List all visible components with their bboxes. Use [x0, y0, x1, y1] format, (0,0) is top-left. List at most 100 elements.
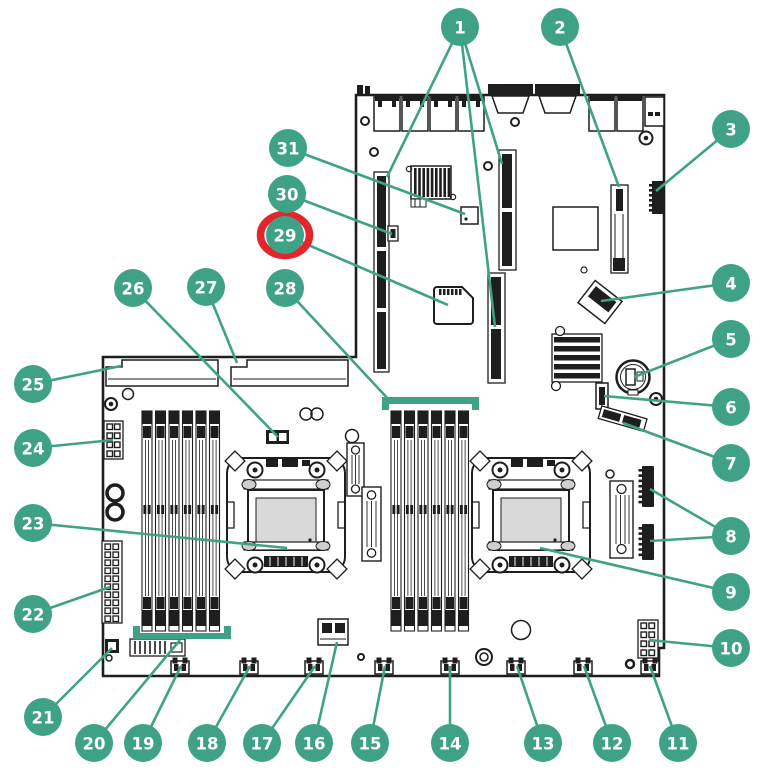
callout-circle-21[interactable] — [24, 698, 62, 736]
callout-circle-25[interactable] — [14, 365, 52, 403]
leader-line-23 — [32, 521, 288, 550]
callout-circle-22[interactable] — [14, 595, 52, 633]
callout-7[interactable]: 7 — [712, 444, 750, 482]
callout-circle-31[interactable] — [269, 129, 307, 167]
callout-circle-3[interactable] — [712, 110, 750, 148]
callout-6[interactable]: 6 — [712, 388, 750, 426]
chip-outline — [552, 206, 599, 251]
callout-14[interactable]: 14 — [431, 724, 469, 762]
callout-number-10: 10 — [720, 639, 743, 658]
callout-number-4: 4 — [725, 274, 736, 293]
callout-circle-7[interactable] — [712, 444, 750, 482]
callout-18[interactable]: 18 — [188, 724, 226, 762]
callout-number-18: 18 — [196, 734, 219, 753]
callout-circle-14[interactable] — [431, 724, 469, 762]
callout-circle-8[interactable] — [712, 517, 750, 555]
callout-number-29: 29 — [274, 226, 297, 245]
pin-header-3 — [649, 181, 663, 214]
callout-12[interactable]: 12 — [593, 724, 631, 762]
chipset-heatsink — [405, 165, 457, 208]
internal-usb-connector — [576, 279, 624, 325]
callout-8[interactable]: 8 — [712, 517, 750, 555]
power-connector-10 — [637, 619, 659, 659]
callout-1[interactable]: 1 — [441, 8, 479, 46]
leader-line-29 — [284, 233, 449, 307]
callout-25[interactable]: 25 — [14, 365, 52, 403]
callout-circle-17[interactable] — [243, 724, 281, 762]
callout-circle-18[interactable] — [188, 724, 226, 762]
callout-circle-29[interactable] — [266, 216, 304, 254]
leader-line-9 — [539, 546, 732, 594]
callout-circle-26[interactable] — [114, 269, 152, 307]
callout-number-7: 7 — [725, 454, 736, 473]
callout-number-19: 19 — [132, 734, 155, 753]
callout-3[interactable]: 3 — [712, 110, 750, 148]
callout-circle-20[interactable] — [75, 724, 113, 762]
callout-9[interactable]: 9 — [712, 573, 750, 611]
callout-26[interactable]: 26 — [114, 269, 152, 307]
callout-circle-10[interactable] — [712, 629, 750, 667]
callout-circle-30[interactable] — [268, 175, 306, 213]
fan-connector — [506, 657, 526, 675]
leader-line-7 — [622, 421, 732, 465]
vrm-connector-b — [609, 480, 634, 559]
callout-19[interactable]: 19 — [124, 724, 162, 762]
callout-circle-4[interactable] — [712, 264, 750, 302]
leader-line-20 — [93, 639, 181, 744]
callout-circle-5[interactable] — [712, 320, 750, 358]
callout-number-17: 17 — [251, 734, 274, 753]
processor-socket-2 — [469, 450, 593, 580]
callout-31[interactable]: 31 — [269, 129, 307, 167]
callout-number-23: 23 — [22, 514, 45, 533]
callout-29[interactable]: 29 — [256, 210, 314, 260]
dimm-bank-left-slot — [168, 410, 180, 632]
callout-24[interactable]: 24 — [14, 429, 52, 467]
dimm-bank-bracket-left — [133, 626, 231, 639]
callout-21[interactable]: 21 — [24, 698, 62, 736]
callout-2[interactable]: 2 — [541, 8, 579, 46]
callout-28[interactable]: 28 — [266, 269, 304, 307]
callout-10[interactable]: 10 — [712, 629, 750, 667]
callout-15[interactable]: 15 — [351, 724, 389, 762]
callout-11[interactable]: 11 — [659, 724, 697, 762]
callout-22[interactable]: 22 — [14, 595, 52, 633]
callout-number-31: 31 — [277, 139, 300, 158]
power-heatsink — [550, 325, 603, 392]
callout-20[interactable]: 20 — [75, 724, 113, 762]
callout-circle-1[interactable] — [441, 8, 479, 46]
callout-23[interactable]: 23 — [14, 504, 52, 542]
system-battery — [615, 359, 651, 396]
callout-circle-19[interactable] — [124, 724, 162, 762]
leader-line-1 — [458, 26, 504, 165]
callout-number-26: 26 — [122, 279, 145, 298]
callout-30[interactable]: 30 — [268, 175, 306, 213]
callout-circle-9[interactable] — [712, 573, 750, 611]
callout-circle-11[interactable] — [659, 724, 697, 762]
callout-13[interactable]: 13 — [524, 724, 562, 762]
callout-4[interactable]: 4 — [712, 264, 750, 302]
callout-circle-15[interactable] — [351, 724, 389, 762]
callout-circle-13[interactable] — [524, 724, 562, 762]
callout-number-20: 20 — [83, 734, 106, 753]
connector-7 — [597, 405, 648, 433]
callout-circle-12[interactable] — [593, 724, 631, 762]
callout-5[interactable]: 5 — [712, 320, 750, 358]
callout-circle-27[interactable] — [187, 268, 225, 306]
callout-number-1: 1 — [454, 18, 465, 37]
dimm-bank-bracket-right — [382, 397, 479, 410]
callout-17[interactable]: 17 — [243, 724, 281, 762]
callout-27[interactable]: 27 — [187, 268, 225, 306]
callout-circle-23[interactable] — [14, 504, 52, 542]
callout-circle-24[interactable] — [14, 429, 52, 467]
callout-number-8: 8 — [725, 527, 736, 546]
callout-circle-16[interactable] — [295, 724, 333, 762]
callout-number-11: 11 — [667, 734, 690, 753]
callout-circle-28[interactable] — [266, 269, 304, 307]
callout-circle-6[interactable] — [712, 388, 750, 426]
callout-number-24: 24 — [22, 439, 45, 458]
callout-circle-2[interactable] — [541, 8, 579, 46]
vrm-connector-a2 — [361, 486, 382, 562]
callout-16[interactable]: 16 — [295, 724, 333, 762]
